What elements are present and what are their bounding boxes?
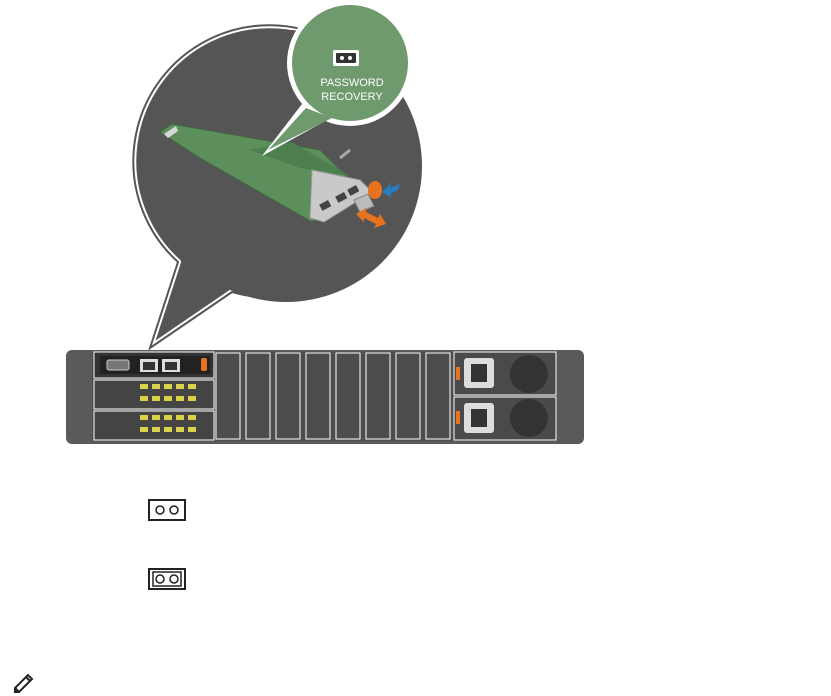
jumper-closed-icon xyxy=(148,568,186,590)
idrac-card-slot xyxy=(94,352,214,378)
network-module-upper xyxy=(94,380,214,409)
release-latch-icon xyxy=(368,181,382,199)
callout-label-line1: PASSWORD xyxy=(320,77,383,89)
note-pencil-icon xyxy=(12,671,36,695)
power-supply-lower xyxy=(454,397,556,440)
callout-label-line2: RECOVERY xyxy=(321,91,383,103)
jumper-open-icon xyxy=(148,499,186,521)
server-chassis-rear xyxy=(66,350,584,444)
network-module-lower xyxy=(94,411,214,440)
power-supply-upper xyxy=(454,352,556,395)
